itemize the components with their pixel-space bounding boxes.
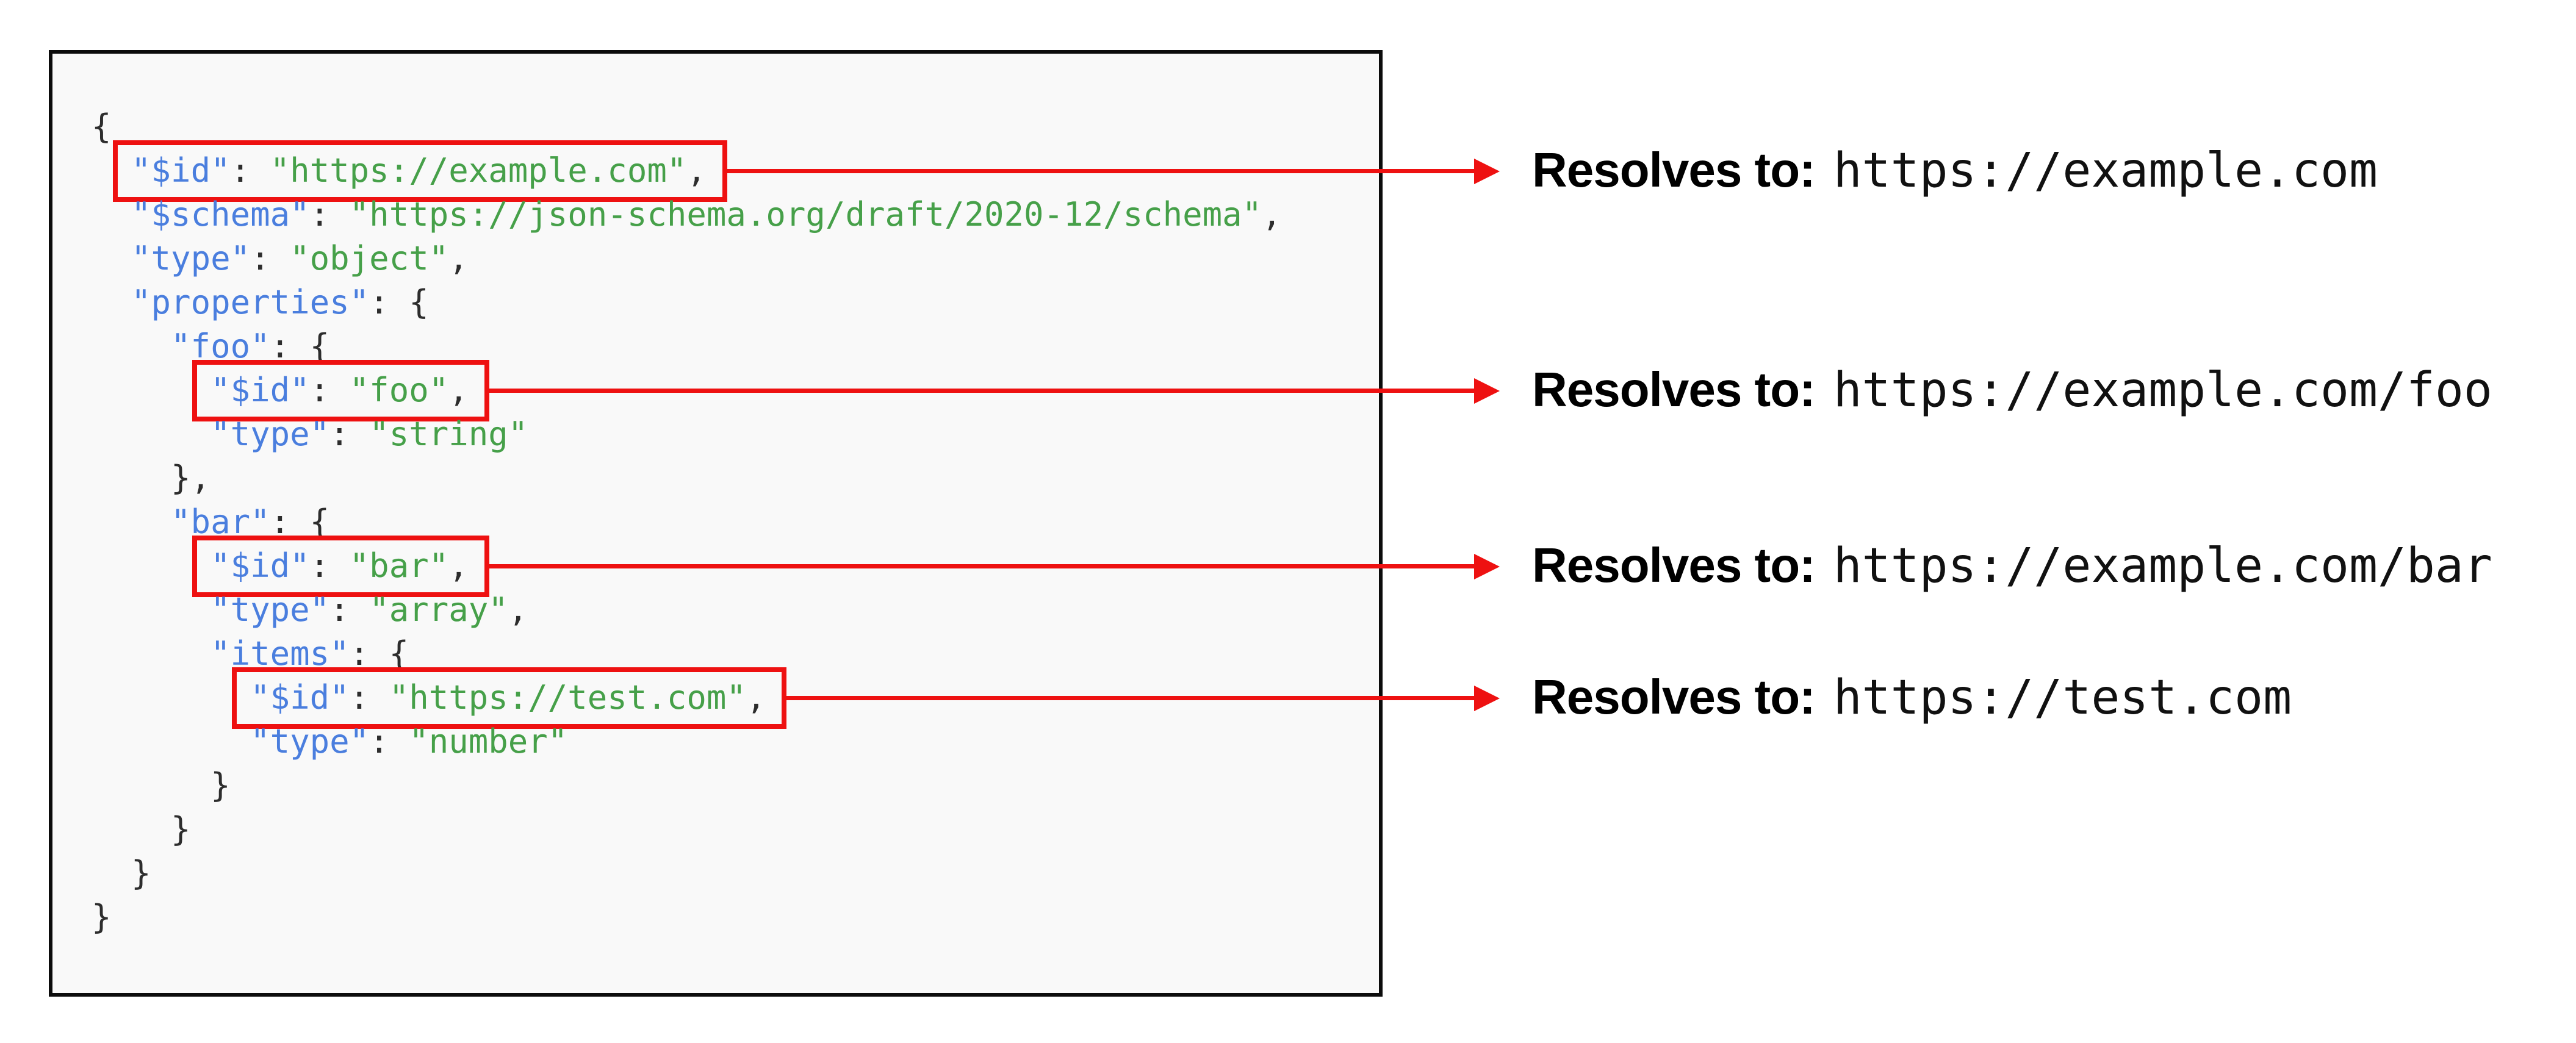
arrow-line-3 xyxy=(784,696,1478,700)
code-line: "foo": { xyxy=(92,324,1379,368)
code-token-key: "type" xyxy=(131,239,251,278)
code-token-pun: , xyxy=(448,371,469,409)
arrow-head-1 xyxy=(1474,378,1500,404)
code-token-str: "https://example.com" xyxy=(270,151,687,190)
code-line: "$id": "bar", xyxy=(92,536,1379,597)
code-token-key: "properties" xyxy=(131,283,370,321)
highlight-box-3: "$id": "https://test.com", xyxy=(232,667,787,729)
code-line: } xyxy=(92,895,1379,939)
code-token-pun: : { xyxy=(349,634,409,673)
code-token-pun: : xyxy=(250,239,290,278)
arrow-line-0 xyxy=(724,169,1478,173)
highlight-box-2: "$id": "bar", xyxy=(192,536,489,597)
code-token-pun: } xyxy=(92,898,112,936)
annotation-url: https://test.com xyxy=(1833,670,2292,725)
code-line: "bar": { xyxy=(92,500,1379,544)
annotation-label: Resolves to: xyxy=(1532,537,1816,592)
code-token-key: "$id" xyxy=(210,547,310,585)
code-token-key: "type" xyxy=(210,415,330,453)
annotation-label: Resolves to: xyxy=(1532,362,1816,417)
code-line: "$id": "https://test.com", xyxy=(92,667,1379,729)
annotation-row-0: Resolves to: https://example.com xyxy=(1532,142,2378,198)
code: { "$id": "https://example.com", "$schema… xyxy=(52,54,1379,939)
annotation-row-3: Resolves to: https://test.com xyxy=(1532,669,2292,725)
annotation-row-1: Resolves to: https://example.com/foo xyxy=(1532,362,2492,418)
code-line: "properties": { xyxy=(92,281,1379,324)
highlight-box-0: "$id": "https://example.com", xyxy=(113,140,727,202)
arrow-head-2 xyxy=(1474,553,1500,579)
code-token-pun: } xyxy=(171,810,191,848)
code-line: "type": "number" xyxy=(92,720,1379,764)
code-token-str: "foo" xyxy=(349,371,449,409)
arrow-head-0 xyxy=(1474,158,1500,184)
code-token-key: "$id" xyxy=(131,151,231,190)
code-token-str: "number" xyxy=(409,722,568,761)
code-token-key: "$schema" xyxy=(131,195,310,234)
code-token-pun: , xyxy=(508,590,528,629)
highlight-box-1: "$id": "foo", xyxy=(192,360,489,421)
annotation-url: https://example.com/bar xyxy=(1833,538,2492,593)
annotation-label: Resolves to: xyxy=(1532,142,1816,197)
code-token-pun: : { xyxy=(369,283,429,321)
code-token-key: "type" xyxy=(210,590,330,629)
code-token-pun: : xyxy=(230,151,270,190)
code-token-key: "items" xyxy=(210,634,350,673)
code-token-pun: : { xyxy=(270,327,330,365)
code-line: } xyxy=(92,808,1379,851)
code-token-key: "bar" xyxy=(171,503,270,541)
arrow-line-2 xyxy=(486,564,1478,568)
annotation-row-2: Resolves to: https://example.com/bar xyxy=(1532,537,2492,593)
code-token-pun: }, xyxy=(171,459,211,497)
code-token-pun: } xyxy=(131,854,151,892)
code-line: } xyxy=(92,851,1379,895)
code-line: "type": "array", xyxy=(92,588,1379,632)
code-token-pun: : xyxy=(309,195,350,234)
code-line: }, xyxy=(92,456,1379,500)
annotation-url: https://example.com xyxy=(1833,143,2378,198)
annotation-label: Resolves to: xyxy=(1532,669,1816,724)
code-line: "type": "string" xyxy=(92,412,1379,456)
code-token-pun: : xyxy=(349,678,389,717)
code-token-pun: { xyxy=(92,107,112,146)
code-token-key: "type" xyxy=(250,722,370,761)
code-token-key: "$id" xyxy=(250,678,350,717)
code-token-str: "string" xyxy=(369,415,528,453)
code-token-pun: , xyxy=(448,239,469,278)
code-token-pun: : xyxy=(309,371,350,409)
code-token-pun: : xyxy=(309,547,350,585)
code-token-key: "foo" xyxy=(171,327,270,365)
code-line: { xyxy=(92,105,1379,149)
arrow-head-3 xyxy=(1474,685,1500,711)
code-token-str: "bar" xyxy=(349,547,449,585)
arrow-line-1 xyxy=(486,389,1478,393)
code-token-str: "array" xyxy=(369,590,508,629)
code-token-pun: , xyxy=(1262,195,1282,234)
code-token-pun: , xyxy=(448,547,469,585)
code-line: "items": { xyxy=(92,632,1379,676)
code-line: "$id": "https://example.com", xyxy=(92,140,1379,202)
code-token-str: "object" xyxy=(290,239,449,278)
code-line: } xyxy=(92,764,1379,808)
code-token-str: "https://json-schema.org/draft/2020-12/s… xyxy=(349,195,1262,234)
code-token-pun: : xyxy=(369,722,409,761)
json-schema-code-panel: { "$id": "https://example.com", "$schema… xyxy=(49,50,1383,997)
code-token-pun: : { xyxy=(270,503,330,541)
code-token-pun: , xyxy=(746,678,766,717)
code-token-pun: : xyxy=(329,590,370,629)
annotation-url: https://example.com/foo xyxy=(1833,362,2492,418)
code-token-pun: , xyxy=(686,151,707,190)
code-token-pun: } xyxy=(210,766,231,805)
code-line: "$schema": "https://json-schema.org/draf… xyxy=(92,193,1379,237)
code-token-key: "$id" xyxy=(210,371,310,409)
code-line: "type": "object", xyxy=(92,237,1379,281)
code-token-pun: : xyxy=(329,415,370,453)
code-token-str: "https://test.com" xyxy=(389,678,746,717)
code-line: "$id": "foo", xyxy=(92,360,1379,421)
